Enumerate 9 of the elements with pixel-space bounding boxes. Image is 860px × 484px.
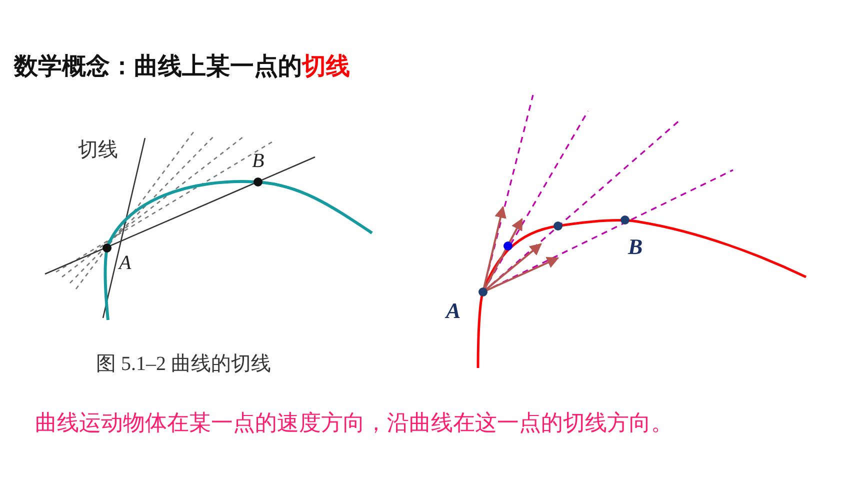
title: 数学概念：曲线上某一点的 <box>14 51 302 82</box>
title-keyword: 切线 <box>302 51 350 82</box>
point-label: A <box>119 252 132 275</box>
figure-caption: 图 5.1–2 曲线的切线 <box>96 352 271 377</box>
point-label: B <box>252 150 264 173</box>
point-label: A <box>446 298 461 324</box>
point-label: B <box>628 234 643 260</box>
explanation-text: 曲线运动物体在某一点的速度方向，沿曲线在这一点的切线方向。 <box>35 410 673 438</box>
line-label: 切线 <box>78 136 118 163</box>
